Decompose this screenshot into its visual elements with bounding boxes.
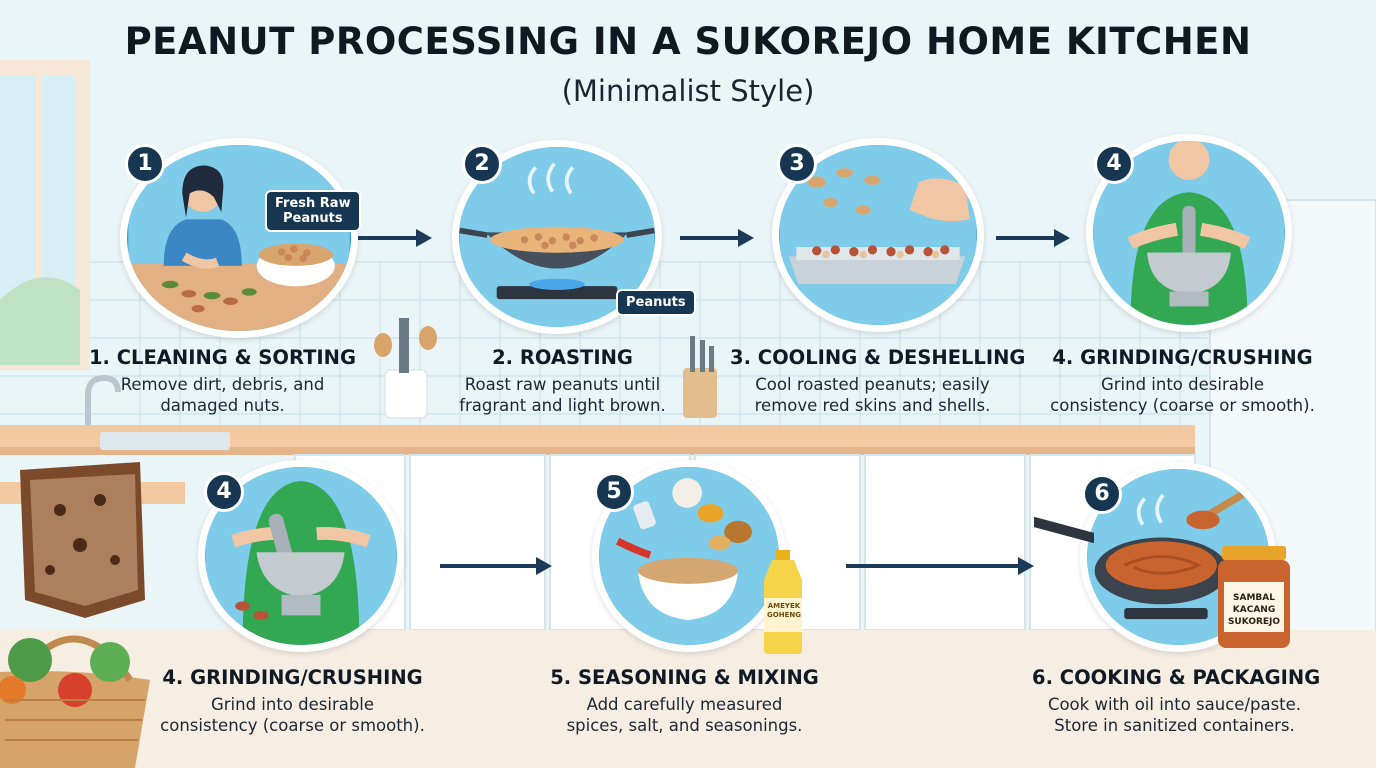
oil-bottle-label: AMEYEK GOHENG: [762, 602, 806, 620]
step-description: Cook with oil into sauce/paste. Store in…: [1032, 694, 1317, 736]
label-line: SAMBAL: [1233, 593, 1275, 603]
arrow-right-icon: [440, 557, 552, 575]
arrow-right-icon: [680, 229, 754, 247]
tag-line: Peanuts: [626, 295, 686, 310]
pan-handle: [1034, 517, 1094, 543]
tag-line: Peanuts: [283, 211, 343, 226]
page-subtitle: (Minimalist Style): [561, 74, 815, 108]
sambal-jar: [1218, 546, 1290, 648]
step-badge: 4: [1094, 144, 1134, 184]
step-description: Cool roasted peanuts; easily remove red …: [730, 374, 1015, 416]
step-description: Remove dirt, debris, and damaged nuts.: [80, 374, 365, 416]
label-line: GOHENG: [767, 611, 801, 619]
desc-line: fragrant and light brown.: [459, 396, 666, 415]
step-badge: 1: [125, 144, 165, 184]
step-title: 3. COOLING & DESHELLING: [730, 346, 1026, 369]
step-description: Add carefully measured spices, salt, and…: [542, 694, 827, 736]
page-title: PEANUT PROCESSING IN A SUKOREJO HOME KIT…: [124, 20, 1252, 63]
desc-line: consistency (coarse or smooth).: [1050, 396, 1315, 415]
desc-line: Store in sanitized containers.: [1054, 716, 1295, 735]
deshelling-illustration: [772, 138, 984, 332]
desc-line: Add carefully measured: [586, 695, 783, 714]
step-title: 6. COOKING & PACKAGING: [1032, 666, 1321, 689]
arrow-right-icon: [846, 557, 1034, 575]
desc-line: Grind into desirable: [1100, 375, 1265, 394]
step-title: 5. SEASONING & MIXING: [550, 666, 819, 689]
step-description: Roast raw peanuts until fragrant and lig…: [420, 374, 705, 416]
desc-line: Roast raw peanuts until: [464, 375, 661, 394]
label-line: SUKOREJO: [1227, 617, 1281, 627]
grinding-illustration: [1086, 134, 1292, 332]
step-badge: 3: [777, 144, 817, 184]
hand-deshelling-icon: [779, 145, 977, 325]
desc-line: Cool roasted peanuts; easily: [755, 375, 990, 394]
desc-line: consistency (coarse or smooth).: [160, 716, 425, 735]
label-line: AMEYEK: [767, 602, 801, 610]
step-badge: 5: [594, 472, 634, 512]
seasoning-illustration: [592, 460, 786, 652]
step-title: 1. CLEANING & SORTING: [88, 346, 357, 369]
step-title: 4. GRINDING/CRUSHING: [162, 666, 423, 689]
arrow-right-icon: [358, 229, 432, 247]
step-badge: 6: [1082, 474, 1122, 514]
step-description: Grind into desirable consistency (coarse…: [150, 694, 435, 736]
peanuts-tag: Peanuts: [616, 289, 696, 316]
step-title: 2. ROASTING: [492, 346, 633, 369]
arrow-right-icon: [996, 229, 1070, 247]
step-title: 4. GRINDING/CRUSHING: [1052, 346, 1313, 369]
desc-line: Cook with oil into sauce/paste.: [1047, 695, 1302, 714]
mortar-pestle-icon: [205, 467, 397, 645]
cooking-oil-bottle: [764, 550, 802, 654]
label-line: KACANG: [1232, 605, 1276, 615]
step-description: Grind into desirable consistency (coarse…: [1040, 374, 1325, 416]
desc-line: spices, salt, and seasonings.: [566, 716, 803, 735]
tag-line: Fresh Raw: [275, 196, 351, 211]
mortar-pestle-icon: [1093, 141, 1285, 325]
desc-line: Remove dirt, debris, and: [120, 375, 325, 394]
desc-line: remove red skins and shells.: [754, 396, 991, 415]
person-sorting-peanuts-icon: [128, 145, 350, 331]
desc-line: damaged nuts.: [160, 396, 285, 415]
step-badge: 2: [462, 144, 502, 184]
fresh-raw-peanuts-tag: Fresh Raw Peanuts: [265, 190, 361, 232]
grinding-illustration: [198, 460, 404, 652]
step-badge: 4: [204, 472, 244, 512]
desc-line: Grind into desirable: [210, 695, 375, 714]
jar-label: SAMBAL KACANG SUKOREJO: [1220, 592, 1288, 628]
cleaning-illustration: [120, 138, 358, 338]
